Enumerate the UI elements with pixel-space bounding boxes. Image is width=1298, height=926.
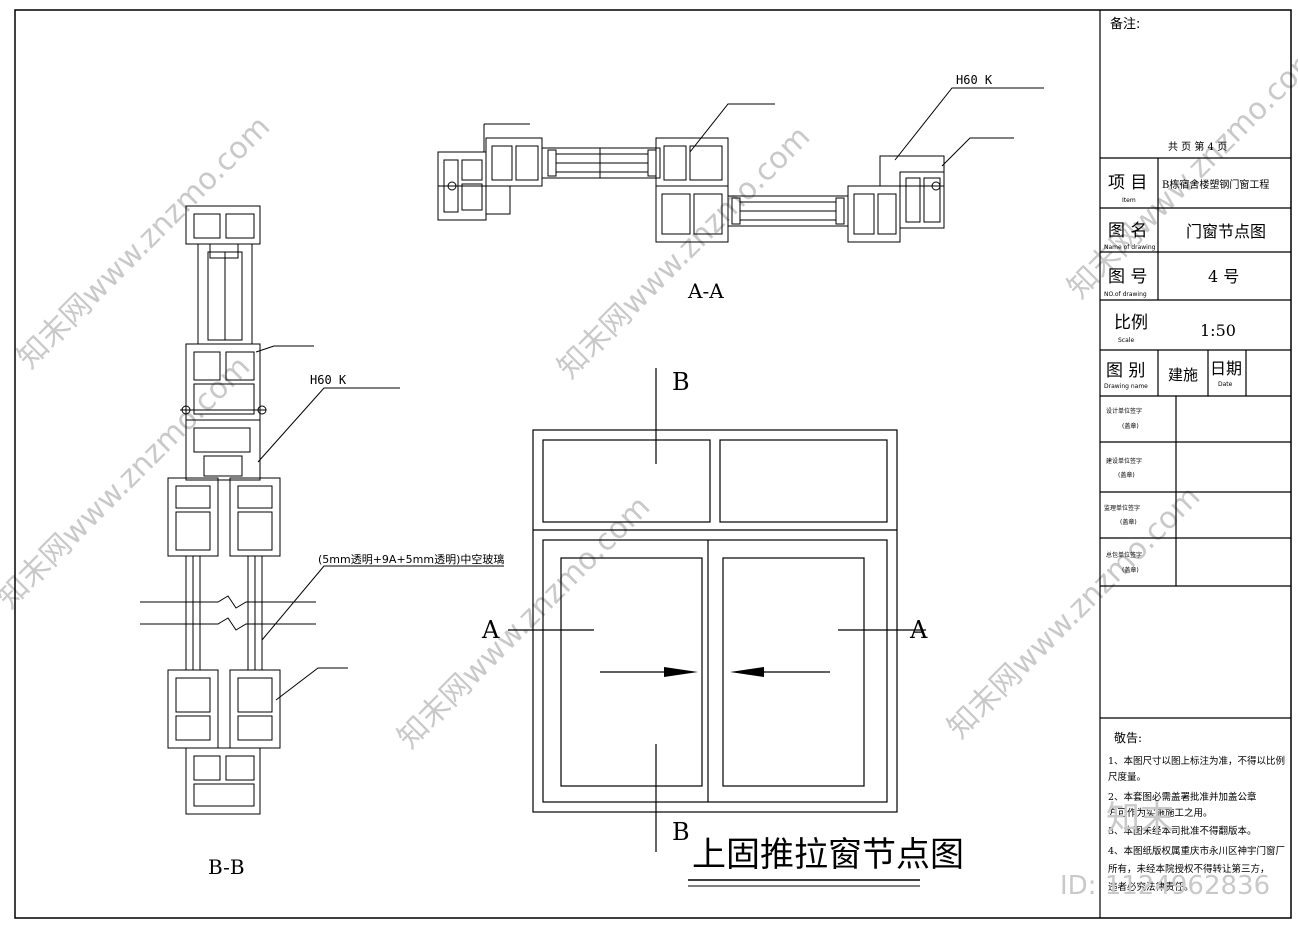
project-label: 项 目 <box>1108 173 1147 193</box>
notice-line: 1、本图尺寸以图上标注为准，不得以比例 <box>1108 755 1285 767</box>
window-elevation <box>508 368 926 852</box>
watermark-logo: 知末 <box>1106 799 1174 839</box>
drawing-name-label-en: Name of drawing <box>1104 244 1156 251</box>
watermark-layer: 知末网www.znzmo.com 知末网www.znzmo.com 知末网www… <box>0 39 1298 755</box>
project-value: B栋宿舍楼塑钢门窗工程 <box>1162 178 1269 191</box>
notice-title: 敬告: <box>1114 731 1142 745</box>
label-h60k-left: H60 K <box>310 373 347 387</box>
scale-label-en: Scale <box>1118 337 1134 344</box>
project-label-en: Item <box>1122 197 1136 204</box>
marker-a-right: A <box>909 616 928 644</box>
scale-value: 1:50 <box>1200 321 1236 340</box>
label-glass-note: (5mm透明+9A+5mm透明)中空玻璃 <box>318 552 504 566</box>
sheet-border <box>14 9 1292 919</box>
remarks-label: 备注: <box>1110 16 1140 32</box>
category-label: 图 别 <box>1106 361 1145 381</box>
sign-row-2: 建设单位签字 <box>1106 457 1142 465</box>
arrow-left-icon <box>730 667 764 677</box>
drawing-no-value: 4 号 <box>1208 267 1239 286</box>
drawing-no-label: 图 号 <box>1108 267 1147 287</box>
sign-row-2-stamp: (盖章) <box>1118 471 1135 479</box>
drawing-name-label: 图 名 <box>1108 221 1147 241</box>
notice-line: 所有，未经本院授权不得转让第三方， <box>1108 863 1270 875</box>
title-block <box>1099 10 1291 918</box>
sheet-info: 共 页 第 4 页 <box>1168 140 1227 153</box>
drawing-no-label-en: NO.of drawing <box>1104 291 1147 298</box>
label-section-bb: B-B <box>208 855 245 879</box>
notice-line: 违者必究法律责任。 <box>1108 881 1194 893</box>
sign-row-3: 监理单位签字 <box>1104 504 1140 512</box>
watermark-text: 知末网www.znzmo.com <box>551 119 817 385</box>
date-label: 日期 <box>1210 359 1242 378</box>
arrow-right-icon <box>664 667 698 677</box>
watermark-text: 知末网www.znzmo.com <box>1061 39 1298 305</box>
notice-line: 尺度量。 <box>1108 771 1146 783</box>
date-label-en: Date <box>1218 381 1233 388</box>
notice-line: 2、本套图必需盖署批准并加盖公章 <box>1108 791 1257 803</box>
category-label-en: Drawing name <box>1104 383 1148 390</box>
marker-b-top: B <box>672 368 690 396</box>
drawing-name-value: 门窗节点图 <box>1186 222 1266 241</box>
notice-line: 4、本图纸版权属重庆市永川区神宇门窗厂 <box>1108 845 1285 857</box>
notice-line: 方可作为实施施工之用。 <box>1108 807 1213 819</box>
category-value: 建施 <box>1168 366 1198 384</box>
watermark-text: 知末网www.znzmo.com <box>391 489 657 755</box>
watermark-id: ID: 1124962836 <box>1060 871 1270 901</box>
sign-row-4-stamp: (盖章) <box>1122 566 1139 574</box>
label-section-aa: A-A <box>687 279 724 303</box>
notice-line: 3、本图未经本司批准不得翻版本。 <box>1108 825 1257 837</box>
section-aa <box>437 87 1044 243</box>
scale-label: 比例 <box>1114 313 1148 333</box>
notice-lines: 1、本图尺寸以图上标注为准，不得以比例 尺度量。 2、本套图必需盖署批准并加盖公… <box>1108 755 1285 893</box>
drawing-title: 上固推拉窗节点图 <box>692 835 964 875</box>
sign-row-1: 设计单位签字 <box>1106 407 1142 415</box>
section-bb <box>140 205 504 815</box>
marker-a-left: A <box>481 616 500 644</box>
sign-row-4: 总包单位签字 <box>1106 551 1142 559</box>
watermark-text: 知末网www.znzmo.com <box>941 479 1207 745</box>
watermark-text: 知末网www.znzmo.com <box>11 109 277 375</box>
marker-b-bottom: B <box>672 818 690 846</box>
sign-row-1-stamp: (盖章) <box>1122 422 1139 430</box>
watermark-text: 知末网www.znzmo.com <box>0 349 257 615</box>
sign-row-3-stamp: (盖章) <box>1120 518 1137 526</box>
label-h60k-top: H60 K <box>956 73 993 87</box>
